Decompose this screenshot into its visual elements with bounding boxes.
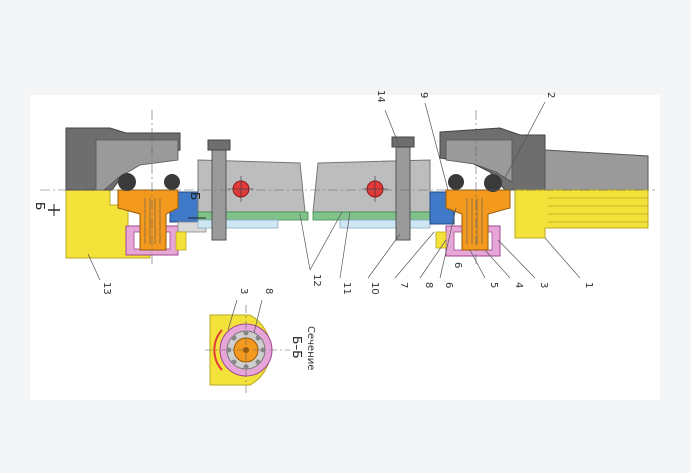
right-yellow-stub (435, 231, 447, 249)
label-8-right: 8 (423, 282, 434, 288)
section-b-b (205, 299, 290, 395)
left-bolt-head (207, 139, 231, 151)
left-needle-bearing (117, 189, 179, 251)
left-shaft-section (197, 139, 309, 241)
leader-lines (87, 101, 581, 281)
right-bearing-round (484, 174, 502, 192)
right-universal-joint (429, 127, 649, 257)
right-shaft-section (312, 136, 434, 241)
right-bearing-round-2 (448, 174, 464, 190)
label-7: 7 (398, 282, 409, 288)
label-14: 14 (375, 90, 386, 103)
label-3-section: 3 (238, 288, 249, 294)
left-bearing-round-2 (164, 174, 180, 190)
right-shaft-light (339, 219, 431, 229)
right-needle-bearing (445, 189, 511, 251)
label-8-section: 8 (263, 288, 274, 294)
section-title: Сечение (305, 326, 316, 370)
section-marker-left: Б (33, 202, 60, 216)
marker-mid-text: Б (188, 192, 202, 200)
label-9: 9 (418, 92, 429, 98)
label-13: 13 (101, 282, 112, 295)
section-needle-rollers (226, 330, 266, 370)
label-4: 4 (513, 282, 524, 288)
label-5: 5 (488, 282, 499, 288)
section-caption: Сечение Б–Б (290, 326, 316, 370)
center-lines (40, 110, 655, 265)
part-labels: 14 9 2 1 3 4 5 6 8 7 10 11 12 13 3 8 6 (101, 90, 594, 295)
section-marker-mid: Б (188, 192, 206, 219)
section-name: Б–Б (290, 336, 304, 358)
left-shaft-light (197, 219, 279, 229)
label-2: 2 (545, 92, 556, 98)
label-3-right: 3 (538, 282, 549, 288)
marker-left-text: Б (33, 202, 47, 210)
label-1: 1 (583, 282, 594, 288)
right-yoke-face (445, 139, 513, 183)
label-11: 11 (341, 282, 352, 295)
left-yellow-stub (175, 231, 187, 251)
label-6-right: 6 (443, 282, 454, 288)
right-bolt-head (391, 136, 415, 148)
left-clamp-bolt (211, 144, 227, 241)
left-universal-joint (65, 127, 207, 259)
label-6-left: 6 (452, 262, 463, 268)
left-bearing-round (118, 173, 136, 191)
label-10: 10 (369, 282, 380, 295)
right-output-shaft (544, 149, 649, 191)
right-shaft-green (312, 211, 434, 221)
label-12: 12 (311, 274, 322, 287)
right-clamp-bolt (395, 141, 411, 241)
section-red-arc (213, 329, 223, 371)
